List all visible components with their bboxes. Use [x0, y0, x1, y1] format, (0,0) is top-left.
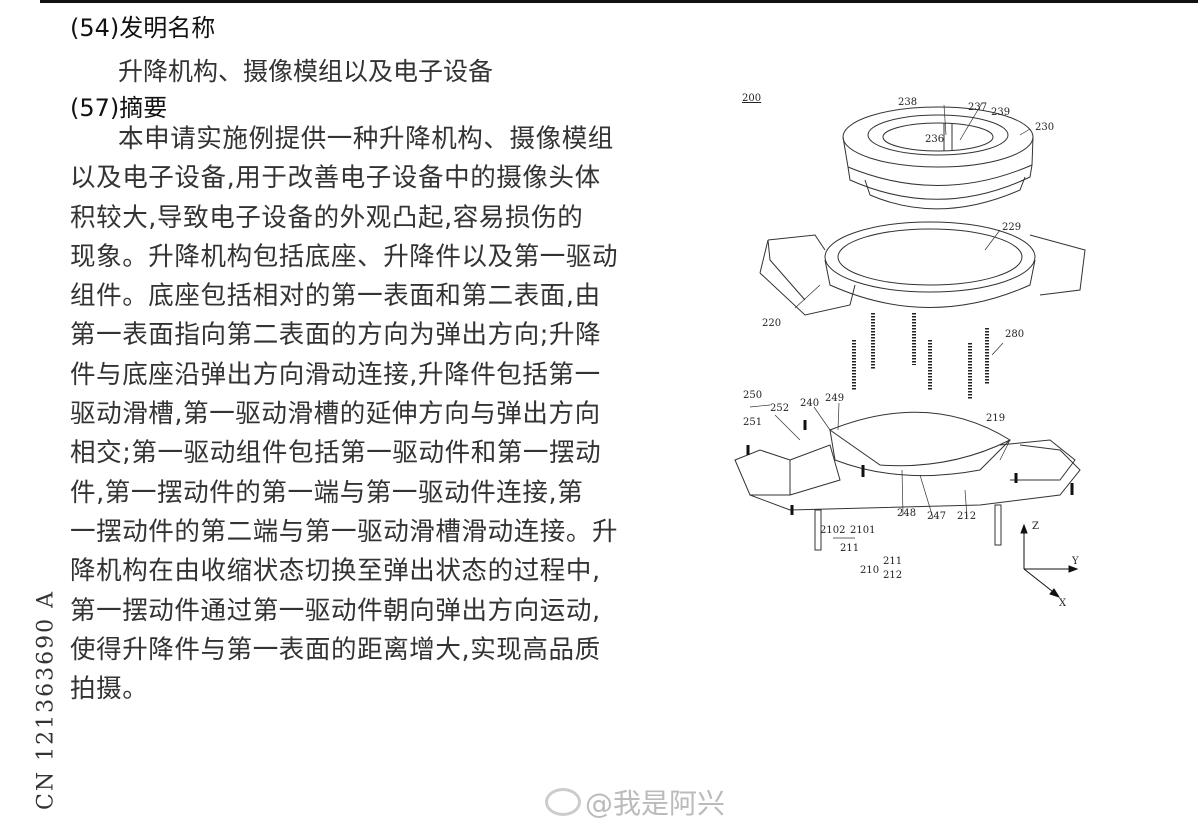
abstract-line: 积较大,导致电子设备的外观凸起,容易损伤的	[70, 202, 584, 233]
part-label: 280	[1005, 329, 1025, 340]
axis-arrows	[1020, 523, 1079, 598]
abstract-line: 件与底座沿弹出方向滑动连接,升降件包括第一	[70, 359, 601, 390]
header-rule	[40, 0, 1198, 3]
part-label: 247	[927, 511, 947, 522]
abstract-line: 现象。升降机构包括底座、升降件以及第一驱动	[70, 241, 619, 272]
abstract-line: 组件。底座包括相对的第一表面和第二表面,由	[70, 281, 601, 312]
lens-ring-drawing	[842, 106, 1034, 210]
axis-label-y: Y	[1072, 556, 1079, 567]
part-label: 212	[957, 511, 977, 522]
abstract-section-heading: (57)摘要	[70, 88, 167, 123]
base-plate-drawing	[759, 221, 1086, 316]
axis-label-x: X	[1059, 598, 1067, 609]
watermark-text: @我是阿兴	[585, 787, 726, 820]
part-label: 219	[986, 413, 1006, 424]
part-label: 251	[743, 417, 763, 428]
abstract-heading: 摘要	[119, 94, 168, 122]
part-label: 249	[825, 393, 845, 404]
invention-title: 升降机构、摄像模组以及电子设备	[118, 57, 494, 86]
mechanism-drawing	[734, 102, 1086, 598]
part-label: 211	[840, 543, 860, 554]
part-label: 239	[991, 107, 1011, 118]
part-label: 2102	[820, 525, 846, 536]
field-code-57: (57)	[70, 94, 120, 122]
part-label: 252	[770, 403, 790, 414]
part-label: 238	[898, 97, 918, 108]
part-label: 212	[883, 570, 903, 581]
axis-label-z: Z	[1032, 521, 1039, 532]
abstract-line: 件,第一摆动件的第一端与第一驱动件连接,第	[70, 477, 584, 508]
abstract-line: 第一摆动件通过第一驱动件朝向弹出方向运动,	[70, 595, 601, 626]
weibo-logo-icon	[545, 788, 581, 816]
abstract-line: 本申请实施例提供一种升降机构、摄像模组	[118, 124, 614, 154]
springs-drawing	[852, 313, 989, 400]
abstract-line: 拍摄。	[70, 674, 149, 705]
publication-number: CN 121363690 A	[33, 590, 59, 810]
abstract-line: 以及电子设备,用于改善电子设备中的摄像头体	[70, 163, 601, 194]
part-label: 211	[883, 556, 903, 567]
watermark: @我是阿兴	[545, 782, 725, 822]
patent-figure: 200 238 237 239 230 236 229 220 280 250 …	[730, 85, 1090, 625]
figure-ref-label: 200	[742, 93, 762, 104]
part-label: 230	[1035, 122, 1055, 133]
abstract-line: 第一表面指向第二表面的方向为弹出方向;升降	[70, 320, 602, 351]
part-label: 2101	[850, 525, 876, 536]
part-label: 248	[897, 508, 917, 519]
abstract-line: 使得升降件与第一表面的距离增大,实现高品质	[70, 634, 601, 665]
abstract-line: 驱动滑槽,第一驱动滑槽的延伸方向与弹出方向	[70, 399, 601, 430]
part-label: 237	[968, 102, 988, 113]
title-heading: 发明名称	[119, 14, 216, 42]
part-label: 240	[800, 398, 820, 409]
part-label: 236	[925, 134, 945, 145]
part-label: 229	[1002, 222, 1022, 233]
part-label: 220	[762, 318, 782, 329]
part-label: 250	[743, 390, 763, 401]
abstract-line: 降机构在由收缩状态切换至弹出状态的过程中,	[70, 556, 601, 587]
field-code-54: (54)	[70, 14, 120, 42]
part-label: 210	[860, 565, 880, 576]
lift-frame-drawing	[734, 411, 1081, 551]
abstract-line: 相交;第一驱动组件包括第一驱动件和第一摆动	[70, 438, 602, 469]
abstract-text: 本申请实施例提供一种升降机构、摄像模组 以及电子设备,用于改善电子设备中的摄像头…	[70, 120, 630, 709]
abstract-line: 一摆动件的第二端与第一驱动滑槽滑动连接。升	[70, 516, 619, 547]
title-section-heading: (54)发明名称	[70, 8, 215, 43]
